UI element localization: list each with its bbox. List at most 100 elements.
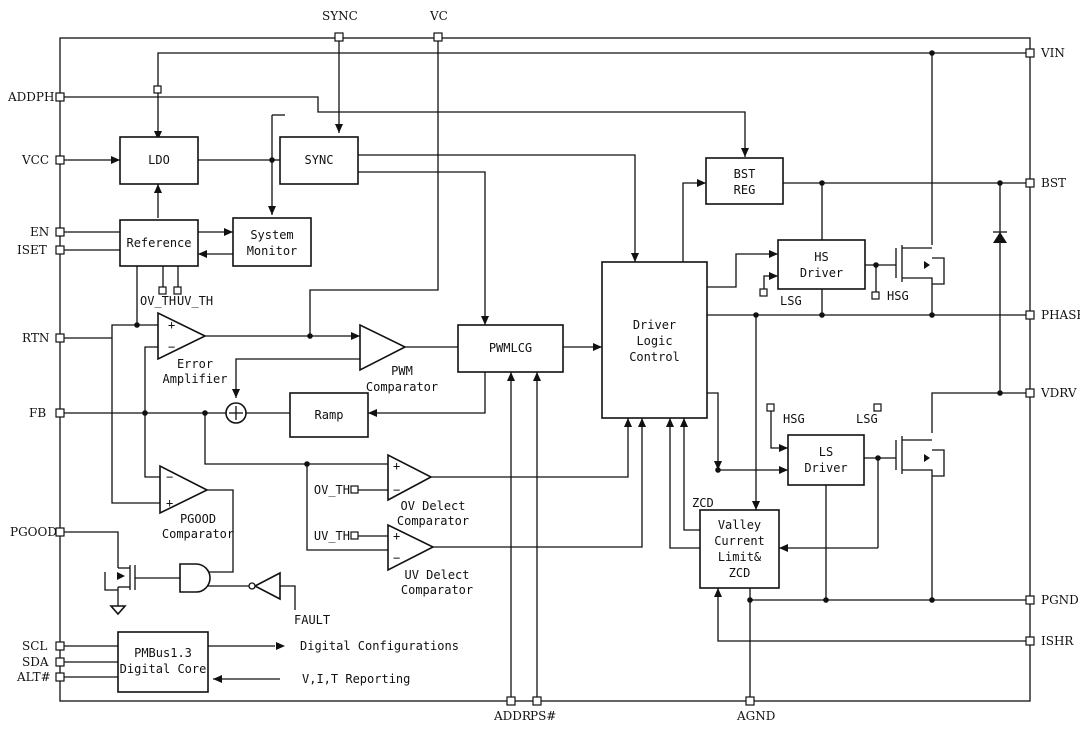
- pin-vdrv: VDRV: [1041, 386, 1077, 400]
- bst-reg-label-1: BST: [733, 167, 756, 181]
- ls-driver-block: [787, 434, 865, 486]
- pin-vin: VIN: [1041, 46, 1065, 60]
- pin-bst: BST: [1041, 176, 1067, 190]
- pin-en: EN: [30, 225, 50, 239]
- valley-label-3: Limit&: [717, 550, 762, 564]
- uv-th-input-label: UV_TH: [313, 529, 350, 543]
- ls-lsg-label: LSG: [856, 412, 878, 426]
- hs-driver-label-1: HS: [814, 250, 829, 264]
- uv-detect-comparator: [387, 523, 435, 572]
- driver-logic-block: [601, 261, 708, 419]
- ov-th-input-label: OV_TH: [313, 483, 350, 497]
- error-amp-minus: −: [168, 340, 176, 354]
- pwm-comp-label-2: Comparator: [365, 380, 439, 394]
- ldo-block: [119, 136, 199, 185]
- uv-plus: +: [393, 529, 401, 543]
- ov-detect-label-1: OV Delect: [400, 499, 466, 513]
- pwm-comparator: [359, 323, 407, 372]
- pgood-plus: +: [166, 496, 174, 510]
- pin-vc: VC: [430, 9, 448, 23]
- pin-ps: PS#: [530, 709, 557, 723]
- ramp-block: [289, 392, 369, 438]
- driver-logic-label-3: Control: [629, 350, 680, 364]
- ref-ov-th-label: OV_TH: [140, 294, 177, 308]
- pwmlcg-label: PWMLCG: [488, 341, 533, 355]
- chip-boundary: [59, 37, 1031, 702]
- ov-detect-comparator: [387, 453, 433, 502]
- pin-alt: ALT#: [17, 670, 51, 684]
- pin-scl: SCL: [22, 639, 48, 653]
- fault-label: FAULT: [294, 613, 331, 627]
- pgood-comparator: [159, 464, 209, 515]
- digital-config-label: Digital Configurations: [300, 639, 459, 653]
- ramp-label: Ramp: [314, 408, 344, 422]
- hs-hsg-label: HSG: [887, 289, 909, 303]
- uv-detect-label-2: Comparator: [400, 583, 474, 597]
- system-monitor-label-1: System: [250, 228, 294, 242]
- and-gate: [179, 563, 211, 593]
- hs-driver-block: [777, 239, 866, 290]
- pmbus-label-2: Digital Core: [119, 662, 207, 676]
- valley-block: [699, 509, 780, 589]
- fault-buffer-bubble: [248, 582, 256, 590]
- pgood-comp-label-1: PGOOD: [179, 512, 217, 526]
- error-amp-plus: +: [168, 318, 176, 332]
- junction-dots: [134, 50, 1003, 603]
- pwmlcg-block: [457, 324, 564, 373]
- ov-minus: −: [393, 483, 401, 497]
- reference-block: [119, 219, 199, 267]
- wires: [60, 38, 1030, 701]
- bootstrap-diode: [993, 232, 1007, 243]
- ov-plus: +: [393, 459, 401, 473]
- system-monitor-block: [232, 217, 312, 267]
- pmbus-block: [117, 631, 209, 693]
- bst-reg-label-2: REG: [733, 183, 756, 197]
- ls-driver-label-1: LS: [818, 445, 834, 459]
- pin-pgood: PGOOD: [10, 525, 57, 539]
- pin-agnd: AGND: [737, 709, 776, 723]
- pin-rtn: RTN: [22, 331, 50, 345]
- pin-iset: ISET: [17, 243, 47, 257]
- sync-block-label: SYNC: [304, 153, 334, 167]
- pgood-minus: −: [166, 470, 174, 484]
- zcd-label: ZCD: [692, 496, 714, 510]
- driver-logic-label-2: Logic: [636, 334, 673, 348]
- fault-buffer: [253, 571, 281, 601]
- valley-label-4: ZCD: [728, 566, 751, 580]
- vit-reporting-label: V,I,T Reporting: [302, 672, 411, 686]
- pin-fb: FB: [29, 406, 47, 420]
- pin-vcc: VCC: [22, 153, 50, 167]
- error-amp-label-2: Amplifier: [162, 372, 228, 386]
- pin-phase: PHASE: [1041, 308, 1080, 322]
- error-amp-label-1: Error: [176, 357, 214, 371]
- valley-label-2: Current: [714, 534, 765, 548]
- ldo-label: LDO: [148, 153, 170, 167]
- uv-minus: −: [393, 551, 401, 565]
- reference-label: Reference: [126, 236, 192, 250]
- error-amplifier: [157, 311, 207, 361]
- pin-addph: ADDPH: [8, 90, 55, 104]
- hs-driver-label-2: Driver: [799, 266, 844, 280]
- uv-detect-label-1: UV Delect: [404, 568, 470, 582]
- ov-detect-label-2: Comparator: [396, 514, 470, 528]
- arrowheads: [111, 124, 930, 683]
- pwm-comp-label-1: PWM: [391, 364, 413, 378]
- pin-sda: SDA: [22, 655, 49, 669]
- pgood-comp-label-2: Comparator: [161, 527, 235, 541]
- system-monitor-label-2: Monitor: [246, 244, 298, 258]
- hs-lsg-label: LSG: [780, 294, 802, 308]
- pin-sync: SYNC: [322, 9, 358, 23]
- sync-block: [279, 136, 359, 185]
- pmbus-label-1: PMBus1.3: [134, 646, 192, 660]
- ref-uv-th-label: UV_TH: [177, 294, 214, 308]
- pin-addr: ADDR: [494, 709, 531, 723]
- ls-hsg-label: HSG: [783, 412, 805, 426]
- pin-pgnd: PGND: [1041, 593, 1079, 607]
- pin-pads: [55, 32, 1035, 706]
- bst-reg-block: [705, 157, 784, 205]
- driver-logic-label-1: Driver: [632, 318, 677, 332]
- ground-symbol: [109, 605, 127, 616]
- pin-ishr: ISHR: [1041, 634, 1074, 648]
- valley-label-1: Valley: [717, 518, 762, 532]
